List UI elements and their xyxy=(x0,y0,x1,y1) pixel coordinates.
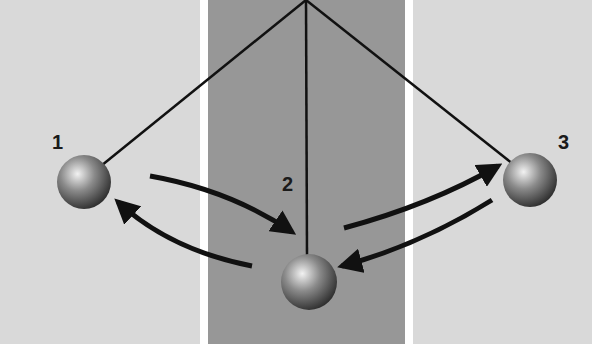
callout-number: 2 xyxy=(282,174,293,194)
divider xyxy=(405,0,413,344)
right-panel xyxy=(413,0,592,344)
pendulum-balls xyxy=(57,153,557,310)
callout-number: 3 xyxy=(558,132,569,152)
motion-arrows xyxy=(118,166,498,266)
strings xyxy=(96,0,518,256)
left-panel xyxy=(0,0,200,344)
center-band xyxy=(208,0,405,344)
callout-number: 1 xyxy=(52,132,63,152)
divider xyxy=(200,0,208,344)
